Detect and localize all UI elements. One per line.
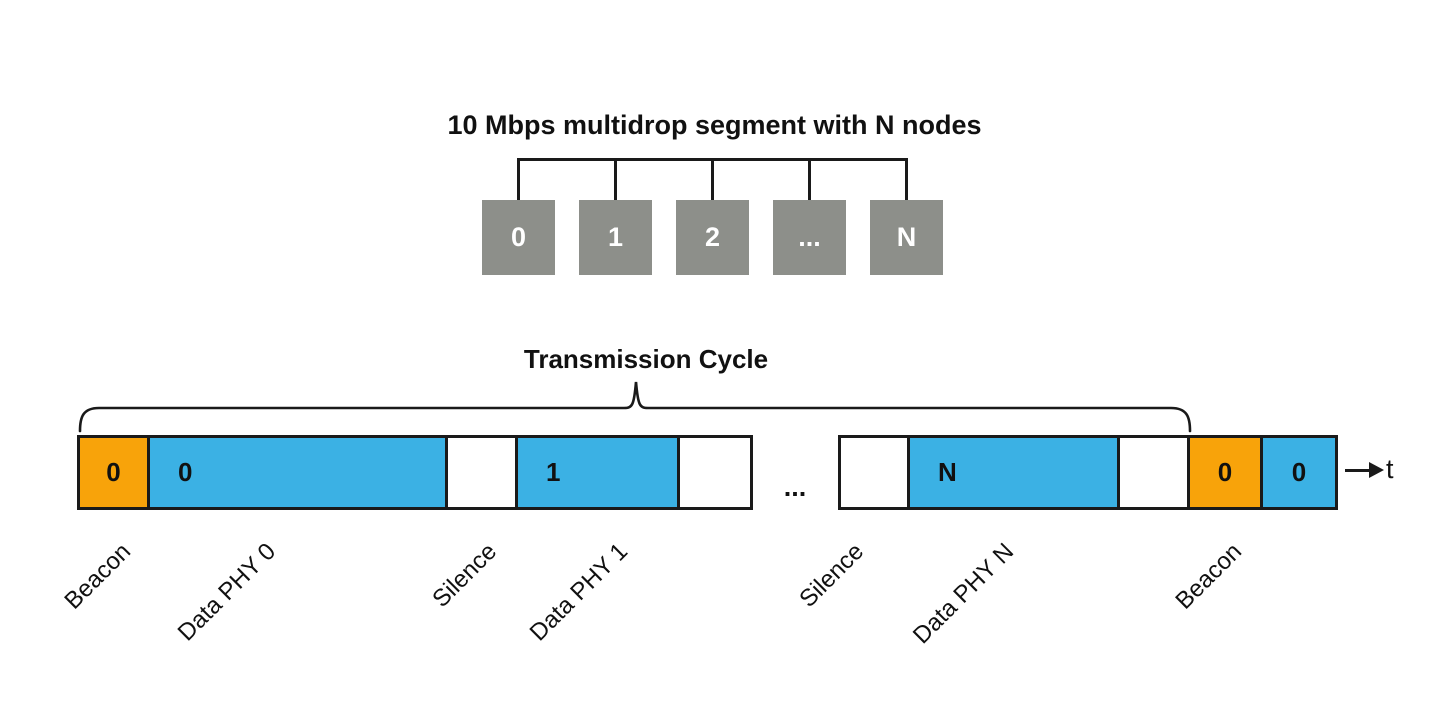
bus-drop-2 bbox=[711, 158, 714, 202]
segment-label: N bbox=[938, 457, 957, 487]
segment-silence-1 bbox=[448, 438, 518, 507]
timeline-bar-1: 0 0 1 bbox=[77, 435, 753, 510]
cycle-brace bbox=[78, 381, 1192, 433]
segment-label: 0 bbox=[1217, 457, 1233, 487]
bus-drop-1 bbox=[614, 158, 617, 202]
time-axis-arrowhead-icon bbox=[1369, 462, 1384, 478]
transmission-cycle-label: Transmission Cycle bbox=[523, 344, 769, 374]
slot-label-silence-n: Silence bbox=[794, 538, 870, 613]
timeline-bar-2: N 0 0 bbox=[838, 435, 1338, 510]
bus-drop-ellipsis bbox=[808, 158, 811, 202]
segment-data-phy-n: N bbox=[910, 438, 1120, 507]
segment-beacon-next: 0 bbox=[1190, 438, 1263, 507]
segment-label: 1 bbox=[546, 457, 561, 487]
node-label: ... bbox=[798, 222, 821, 252]
node-box-0: 0 bbox=[482, 200, 555, 275]
time-axis-line bbox=[1345, 469, 1371, 472]
segment-idle-1 bbox=[680, 438, 750, 507]
timeline-gap-ellipsis: ... bbox=[783, 472, 807, 502]
node-box-ellipsis: ... bbox=[773, 200, 846, 275]
segment-label: 0 bbox=[106, 457, 121, 487]
segment-idle-n bbox=[1120, 438, 1190, 507]
segment-data-phy-0: 0 bbox=[150, 438, 448, 507]
node-box-1: 1 bbox=[579, 200, 652, 275]
node-label: 1 bbox=[607, 222, 624, 252]
segment-title: 10 Mbps multidrop segment with N nodes bbox=[447, 110, 982, 140]
node-label: 2 bbox=[704, 222, 721, 252]
node-box-2: 2 bbox=[676, 200, 749, 275]
segment-beacon-0: 0 bbox=[80, 438, 150, 507]
node-box-n: N bbox=[870, 200, 943, 275]
segment-data-phy-1: 1 bbox=[518, 438, 680, 507]
segment-label: 0 bbox=[178, 457, 193, 487]
segment-silence-n bbox=[841, 438, 910, 507]
segment-label: 0 bbox=[1291, 457, 1307, 487]
time-axis-label: t bbox=[1386, 454, 1394, 484]
node-label: N bbox=[896, 222, 917, 252]
bus-drop-0 bbox=[517, 158, 520, 202]
segment-data-next: 0 bbox=[1263, 438, 1335, 507]
node-label: 0 bbox=[510, 222, 527, 252]
slot-label-data-phy-n: Data PHY N bbox=[907, 538, 1020, 650]
bus-drop-n bbox=[905, 158, 908, 202]
slot-label-data-phy-0: Data PHY 0 bbox=[172, 538, 282, 647]
slot-label-beacon-1: Beacon bbox=[1170, 538, 1248, 615]
